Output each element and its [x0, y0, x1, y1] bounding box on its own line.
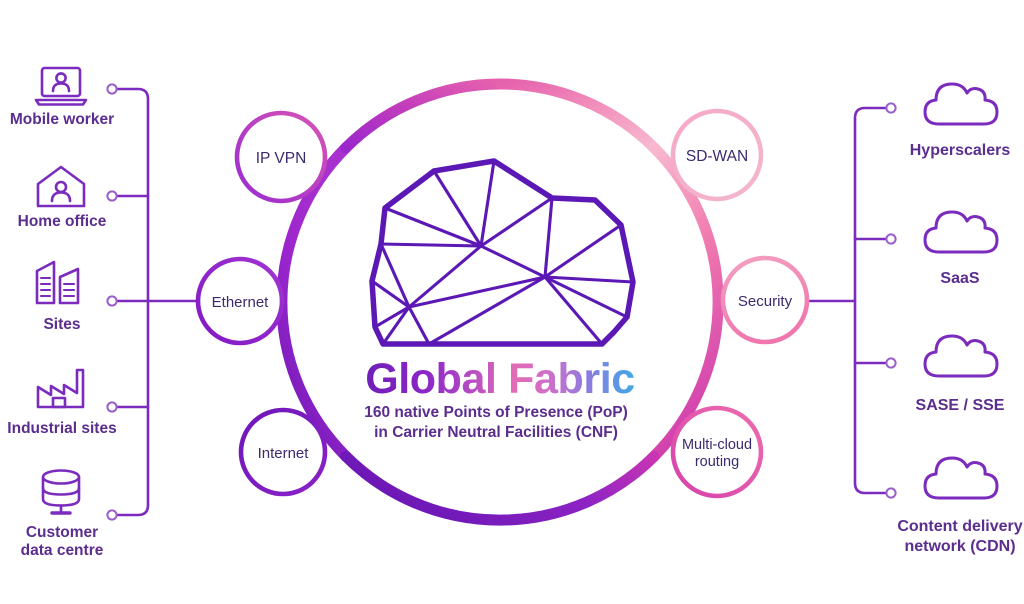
- database-icon: [41, 469, 81, 515]
- center-subtitle-line-2: in Carrier Neutral Facilities (CNF): [374, 424, 618, 441]
- left-item-label: Industrial sites: [7, 420, 116, 437]
- cloud-icon: [923, 82, 999, 126]
- right-item-label: SASE / SSE: [916, 397, 1005, 414]
- connector-dot: [106, 509, 118, 521]
- left-connector-dots: [106, 83, 118, 521]
- network-mesh-icon: [369, 158, 636, 347]
- logo-text: Global Fabric: [365, 355, 635, 403]
- connector-dot: [106, 190, 118, 202]
- home-user-icon: [36, 165, 86, 208]
- connector-dot: [106, 295, 118, 307]
- right-item-label: Hyperscalers: [910, 142, 1011, 159]
- right-item-label-line-2: network (CDN): [904, 538, 1015, 555]
- ring-node-ip-vpn[interactable]: IP VPN: [234, 110, 328, 204]
- ring-segment-bottom: [340, 450, 660, 526]
- right-item-label: Content delivery: [897, 518, 1022, 535]
- ring-node-sd-wan[interactable]: SD-WAN: [670, 108, 764, 202]
- right-connector-bracket: [803, 106, 891, 495]
- ring-segment-top-left: [340, 78, 506, 154]
- buildings-icon: [35, 260, 80, 305]
- ring-node-label: IP VPN: [256, 150, 307, 167]
- right-connector-dots: [885, 102, 897, 499]
- center-subtitle-line-1: 160 native Points of Presence (PoP): [364, 404, 628, 421]
- connector-dot: [106, 83, 118, 95]
- connector-dot: [106, 401, 118, 413]
- ring-node-label: Ethernet: [212, 294, 270, 311]
- ring-node-internet[interactable]: Internet: [238, 407, 328, 497]
- ring-node-label: Multi-cloud: [682, 437, 752, 453]
- connector-dot: [885, 233, 897, 245]
- ring-node-label-line-2: routing: [695, 454, 739, 470]
- cloud-icon: [923, 456, 999, 500]
- ring-node-label: SD-WAN: [686, 148, 748, 165]
- cloud-icon: [923, 334, 999, 378]
- ring-node-label: Security: [738, 293, 793, 310]
- ring-node-ethernet[interactable]: Ethernet: [195, 256, 285, 346]
- left-item-label: Customer: [26, 524, 98, 541]
- connector-dot: [885, 357, 897, 369]
- left-item-label: Home office: [18, 213, 107, 230]
- ring-node-label: Internet: [258, 445, 310, 462]
- connector-dot: [885, 487, 897, 499]
- factory-icon: [36, 368, 85, 409]
- laptop-user-icon: [34, 66, 88, 106]
- left-item-label: Mobile worker: [10, 111, 114, 128]
- left-connector-bracket: [112, 87, 198, 517]
- connector-dot: [885, 102, 897, 114]
- left-item-label: Sites: [43, 316, 80, 333]
- ring-segment-top-right: [494, 78, 660, 154]
- left-item-label-line-2: data centre: [21, 542, 104, 559]
- right-item-label: SaaS: [940, 270, 979, 287]
- ring-node-multi-cloud-routing[interactable]: Multi-cloud routing: [670, 405, 764, 499]
- ring-node-security[interactable]: Security: [720, 255, 810, 345]
- cloud-icon: [923, 210, 999, 254]
